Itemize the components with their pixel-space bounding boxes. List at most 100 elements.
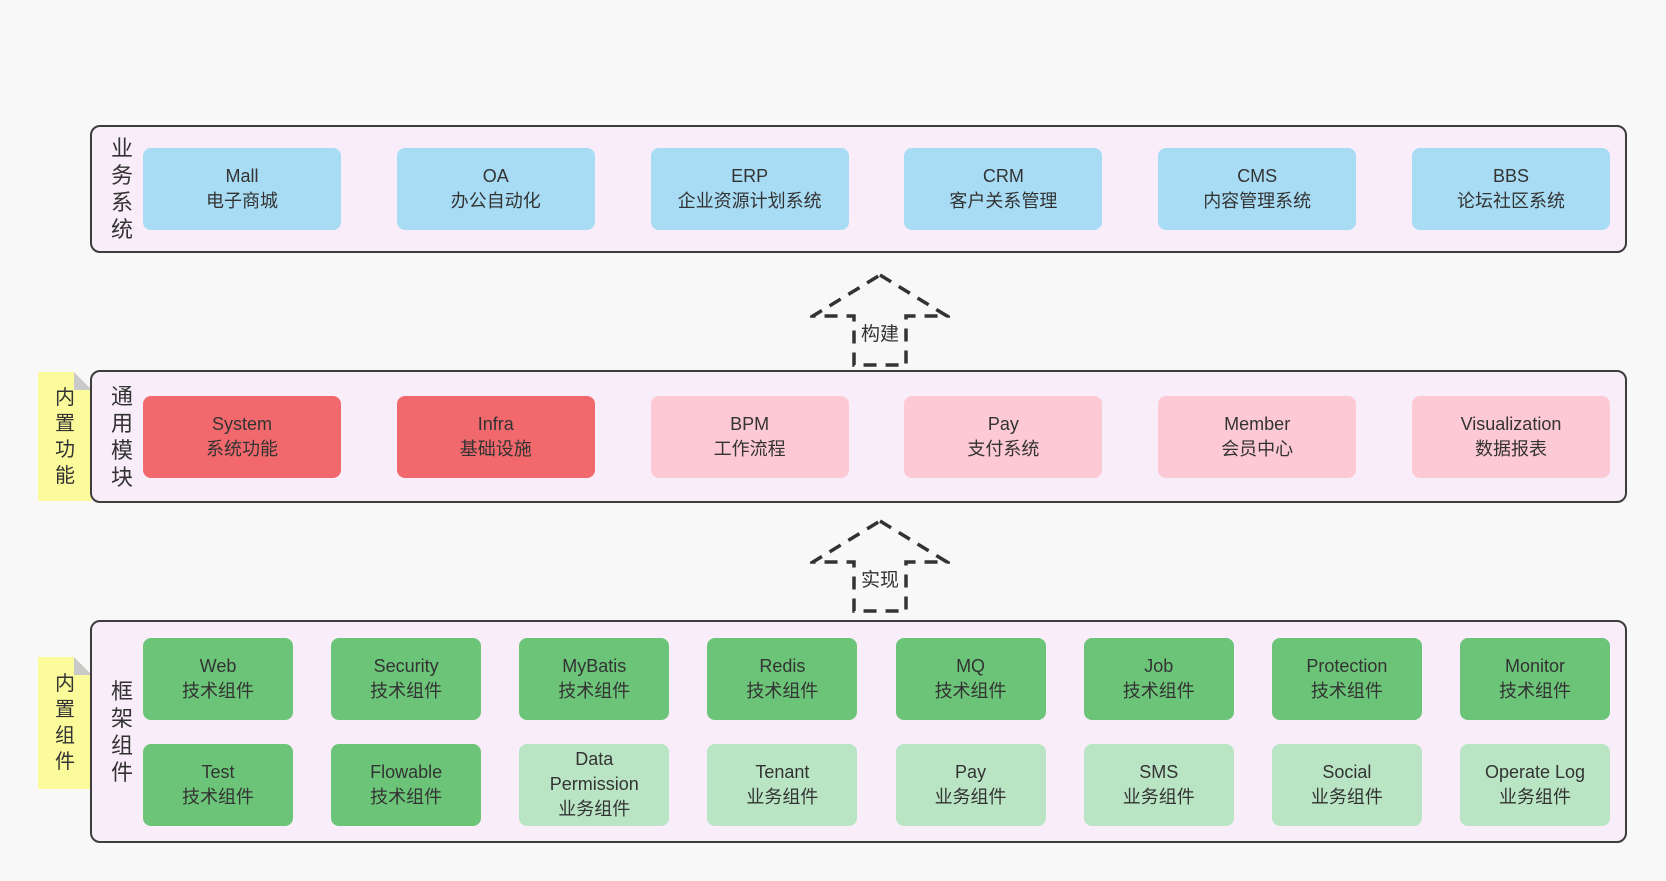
box-name: Flowable [370, 761, 443, 782]
box-oa: OA 办公自动化 [396, 148, 595, 230]
box-name: Mall [225, 166, 259, 186]
box-name: Pay [955, 761, 987, 782]
band-business-systems: 业务系统 Mall 电子商城 OA 办公自动化 ERP 企业资源计划系统 CRM… [90, 125, 1627, 253]
arrow-label: 构建 [855, 318, 905, 347]
box-name: Monitor [1504, 655, 1565, 676]
box-name: Pay [987, 413, 1019, 434]
band-common-modules: 通用模块 System 系统功能 Infra 基础设施 BPM 工作流程 Pay… [90, 370, 1627, 503]
box-system: System 系统功能 [143, 395, 341, 478]
box-desc: 支付系统 [967, 438, 1040, 459]
band-box-row: Mall 电子商城 OA 办公自动化 ERP 企业资源计划系统 CRM 客户关系… [137, 148, 1625, 230]
box-name: Job [1144, 655, 1174, 676]
box-member: Member 会员中心 [1158, 395, 1357, 478]
band-label: 框架组件 [110, 678, 133, 785]
box-erp: ERP 企业资源计划系统 [650, 148, 849, 230]
box-desc: 技术组件 [558, 680, 631, 701]
tab-label: 内置功能 [55, 386, 75, 487]
box-name: Infra [477, 413, 514, 434]
box-bpm: BPM 工作流程 [650, 395, 849, 478]
box-operate-log: Operate Log 业务组件 [1459, 743, 1610, 826]
box-name: Test [201, 761, 235, 782]
box-web: Web 技术组件 [143, 637, 293, 720]
box-bbs: BBS 论坛社区系统 [1411, 148, 1610, 230]
box-name: System [211, 413, 272, 434]
box-desc: 技术组件 [182, 786, 254, 807]
box-desc: 业务组件 [746, 786, 819, 807]
box-desc: 论坛社区系统 [1456, 191, 1565, 211]
box-desc: 技术组件 [746, 680, 819, 701]
arrow-label: 实现 [855, 564, 905, 593]
box-desc: 客户关系管理 [949, 191, 1058, 211]
box-infra: Infra 基础设施 [396, 395, 595, 478]
arrow-build: 构建 [810, 272, 950, 368]
box-desc: 技术组件 [1310, 680, 1383, 701]
box-desc: 工作流程 [713, 438, 786, 459]
box-desc: 业务组件 [1122, 786, 1195, 807]
box-desc: 技术组件 [370, 680, 443, 701]
box-name: Operate Log [1484, 761, 1586, 782]
band-rows: Web 技术组件 Security 技术组件 MyBatis 技术组件 Redi… [137, 637, 1625, 826]
box-test: Test 技术组件 [143, 743, 293, 826]
band-label: 通用模块 [110, 383, 133, 490]
band-box-row: System 系统功能 Infra 基础设施 BPM 工作流程 Pay 支付系统… [137, 395, 1625, 478]
box-data-permission: Data Permission 业务组件 [519, 743, 670, 826]
tab-label: 内置组件 [55, 673, 75, 773]
box-tenant: Tenant 业务组件 [707, 743, 858, 826]
box-name: BBS [1492, 166, 1529, 186]
box-desc: 会员中心 [1221, 438, 1294, 459]
box-visualization: Visualization 数据报表 [1411, 395, 1610, 478]
box-sms: SMS 业务组件 [1083, 743, 1234, 826]
box-job: Job 技术组件 [1083, 637, 1234, 720]
box-cms: CMS 内容管理系统 [1158, 148, 1357, 230]
box-pay: Pay 支付系统 [904, 395, 1103, 478]
box-name: SMS [1139, 761, 1179, 782]
band-label: 业务系统 [110, 136, 133, 242]
box-mall: Mall 电子商城 [143, 148, 341, 230]
box-mybatis: MyBatis 技术组件 [519, 637, 670, 720]
box-name: MyBatis [562, 655, 627, 676]
box-name: Redis [759, 655, 806, 676]
box-pay-component: Pay 业务组件 [895, 743, 1046, 826]
box-protection: Protection 技术组件 [1271, 637, 1422, 720]
box-name: ERP [731, 166, 769, 186]
box-desc: 业务组件 [934, 786, 1007, 807]
box-name: Social [1322, 761, 1372, 782]
box-monitor: Monitor 技术组件 [1459, 637, 1610, 720]
box-desc: 系统功能 [206, 438, 278, 459]
box-redis: Redis 技术组件 [707, 637, 858, 720]
box-name: Security [373, 655, 439, 676]
box-name: CRM [982, 166, 1024, 186]
box-mq: MQ 技术组件 [895, 637, 1046, 720]
box-desc: 数据报表 [1474, 438, 1547, 459]
sticky-tab-builtin-features: 内置功能 [38, 372, 92, 501]
box-crm: CRM 客户关系管理 [904, 148, 1103, 230]
box-desc: 技术组件 [182, 680, 254, 701]
box-desc: 基础设施 [459, 438, 532, 459]
box-name: Visualization [1460, 413, 1562, 434]
box-flowable: Flowable 技术组件 [331, 743, 482, 826]
box-name: Tenant [755, 761, 810, 782]
box-desc: 业务组件 [1310, 786, 1383, 807]
box-name: Data Permission [549, 749, 639, 794]
box-desc: 企业资源计划系统 [677, 191, 822, 211]
box-name: OA [482, 166, 509, 186]
sticky-tab-builtin-components: 内置组件 [38, 657, 92, 789]
box-name: Protection [1306, 655, 1388, 676]
box-desc: 电子商城 [206, 191, 278, 211]
box-social: Social 业务组件 [1271, 743, 1422, 826]
box-name: CMS [1237, 166, 1278, 186]
box-name: BPM [730, 413, 770, 434]
arrow-implement: 实现 [810, 518, 950, 614]
band-framework-components: 框架组件 Web 技术组件 Security 技术组件 MyBatis 技术组件… [90, 620, 1627, 843]
box-name: Web [199, 655, 237, 676]
box-desc: 技术组件 [370, 786, 443, 807]
box-security: Security 技术组件 [331, 637, 482, 720]
box-desc: 业务组件 [558, 799, 631, 819]
box-desc: 办公自动化 [450, 191, 541, 211]
box-name: MQ [956, 655, 986, 676]
band-box-row: Test 技术组件 Flowable 技术组件 Data Permission … [143, 743, 1610, 826]
box-desc: 业务组件 [1498, 786, 1571, 807]
box-desc: 技术组件 [934, 680, 1007, 701]
band-box-row: Web 技术组件 Security 技术组件 MyBatis 技术组件 Redi… [143, 637, 1610, 720]
